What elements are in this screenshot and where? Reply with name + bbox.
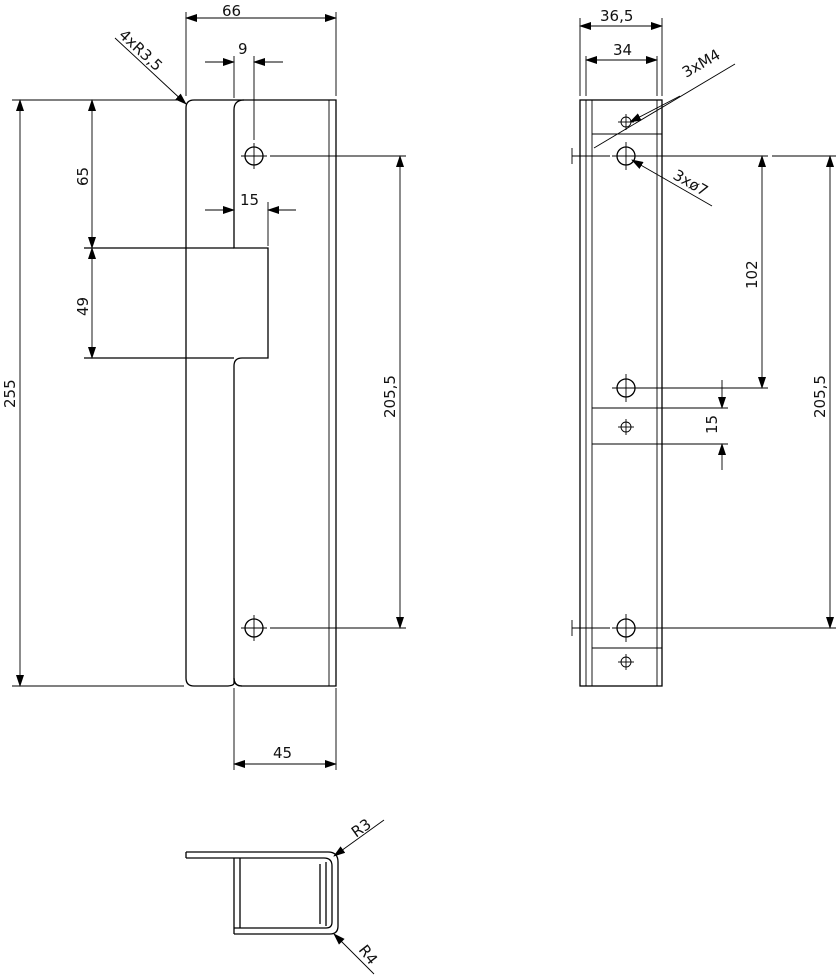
dim-side-inner-width: 34 <box>585 41 658 96</box>
dim-front-width: 66 <box>185 2 337 96</box>
dim-top-segment: 65 <box>74 99 96 249</box>
side-hole-3 <box>612 614 640 642</box>
front-hole-top <box>241 143 267 169</box>
side-outline <box>579 99 663 687</box>
label-front-hole-spacing: 205,5 <box>381 375 399 418</box>
side-thread-3 <box>618 654 634 670</box>
dim-total-height: 255 <box>1 99 184 687</box>
front-view: 66 9 4xR3,5 15 255 <box>1 2 406 770</box>
side-thread-2 <box>618 419 634 435</box>
label-side-inner-width: 34 <box>613 41 632 59</box>
label-top-segment: 65 <box>74 167 92 186</box>
side-hole-2 <box>612 374 640 402</box>
label-cutout-height: 49 <box>74 297 92 316</box>
label-side-small-offset: 15 <box>703 415 721 434</box>
leader-corner-radii: 4xR3,5 <box>114 26 187 105</box>
label-hole: 3xø7 <box>670 166 711 200</box>
section-profile-inner <box>186 857 333 929</box>
dim-side-hole-spacing: 205,5 <box>640 155 836 629</box>
label-bend-inner: R3 <box>348 815 375 841</box>
leader-bend-inner: R3 <box>333 815 385 857</box>
label-corner-radii: 4xR3,5 <box>115 26 166 75</box>
dim-mid-spacing: 102 <box>640 155 768 389</box>
dim-side-small-offset: 15 <box>636 380 728 470</box>
leader-hole: 3xø7 <box>631 159 713 207</box>
dim-cutout-height: 49 <box>74 247 96 359</box>
label-total-height: 255 <box>1 379 19 408</box>
dim-slot-offset: 9 <box>205 40 283 140</box>
front-hole-bottom <box>241 615 267 641</box>
side-hole-1 <box>612 142 640 170</box>
label-side-hole-spacing: 205,5 <box>811 375 829 418</box>
dim-slot-width: 15 <box>205 191 296 246</box>
label-mid-spacing: 102 <box>743 260 761 289</box>
label-bend-outer: R4 <box>355 941 381 968</box>
section-profile-outer <box>186 851 339 935</box>
dim-front-hole-spacing: 205,5 <box>270 155 406 629</box>
front-plate-outline <box>185 99 337 687</box>
side-view: 36,5 34 3xM4 3xø7 102 <box>571 7 836 687</box>
side-thread-1 <box>618 114 634 130</box>
label-side-outer-width: 36,5 <box>600 7 633 25</box>
leader-bend-outer: R4 <box>333 933 381 975</box>
label-thread: 3xM4 <box>679 45 723 81</box>
label-bottom-width: 45 <box>273 744 292 762</box>
label-slot-offset: 9 <box>238 40 248 58</box>
section-view: R3 R4 <box>185 815 385 975</box>
dim-bottom-width: 45 <box>233 688 337 770</box>
label-slot-width: 15 <box>240 191 259 209</box>
label-front-width: 66 <box>222 2 241 20</box>
front-inner-edge <box>233 99 269 687</box>
leader-thread: 3xM4 <box>593 45 736 149</box>
dim-side-outer-width: 36,5 <box>579 7 663 96</box>
